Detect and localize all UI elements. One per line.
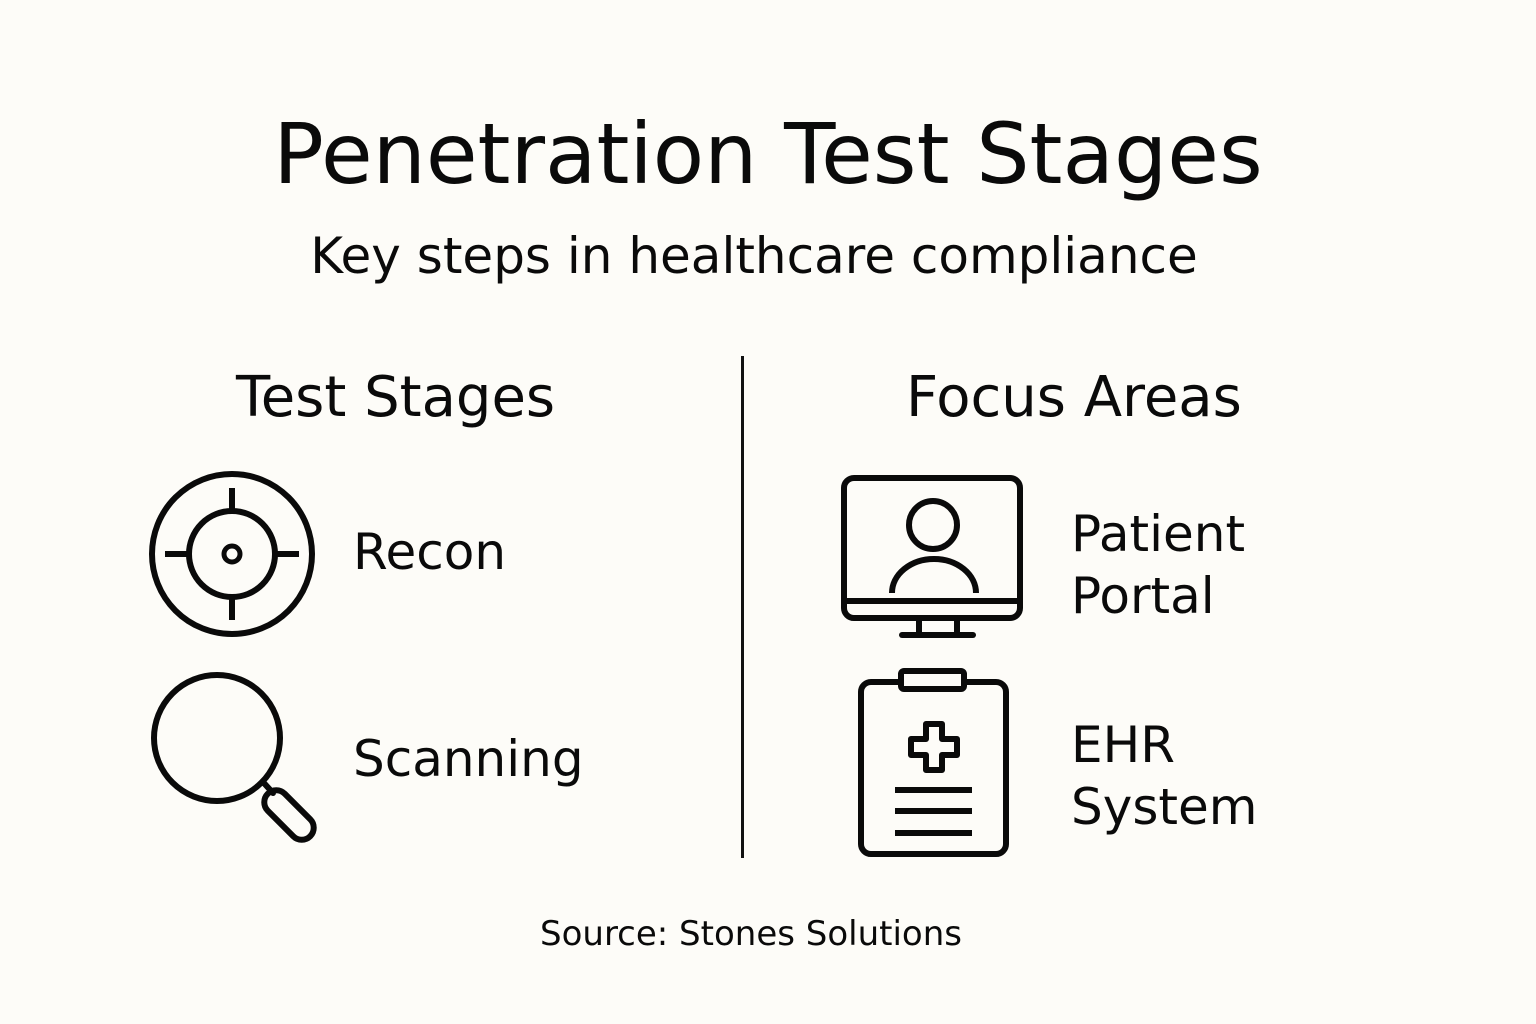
focus-label-patient-portal-line1: Patient bbox=[1071, 505, 1246, 563]
source-credit: Source: Stones Solutions bbox=[540, 914, 962, 954]
focus-label-patient-portal: Patient Portal bbox=[1071, 503, 1245, 627]
focus-label-patient-portal-line2: Portal bbox=[1071, 567, 1215, 625]
monitor-user-icon bbox=[840, 473, 1030, 643]
test-stages-heading: Test Stages bbox=[236, 365, 556, 430]
target-crosshair-icon bbox=[148, 470, 318, 640]
medical-clipboard-icon bbox=[857, 668, 1012, 863]
focus-areas-heading: Focus Areas bbox=[906, 365, 1242, 430]
column-divider bbox=[741, 356, 744, 858]
focus-label-ehr-system-line2: System bbox=[1071, 778, 1258, 836]
magnifier-icon bbox=[150, 672, 330, 852]
focus-label-ehr-system: EHR System bbox=[1071, 714, 1257, 838]
stage-label-recon: Recon bbox=[353, 523, 507, 581]
stage-label-scanning: Scanning bbox=[353, 730, 584, 788]
page-subtitle: Key steps in healthcare compliance bbox=[310, 227, 1198, 285]
focus-label-ehr-system-line1: EHR bbox=[1071, 716, 1175, 774]
page-title: Penetration Test Stages bbox=[273, 105, 1263, 203]
